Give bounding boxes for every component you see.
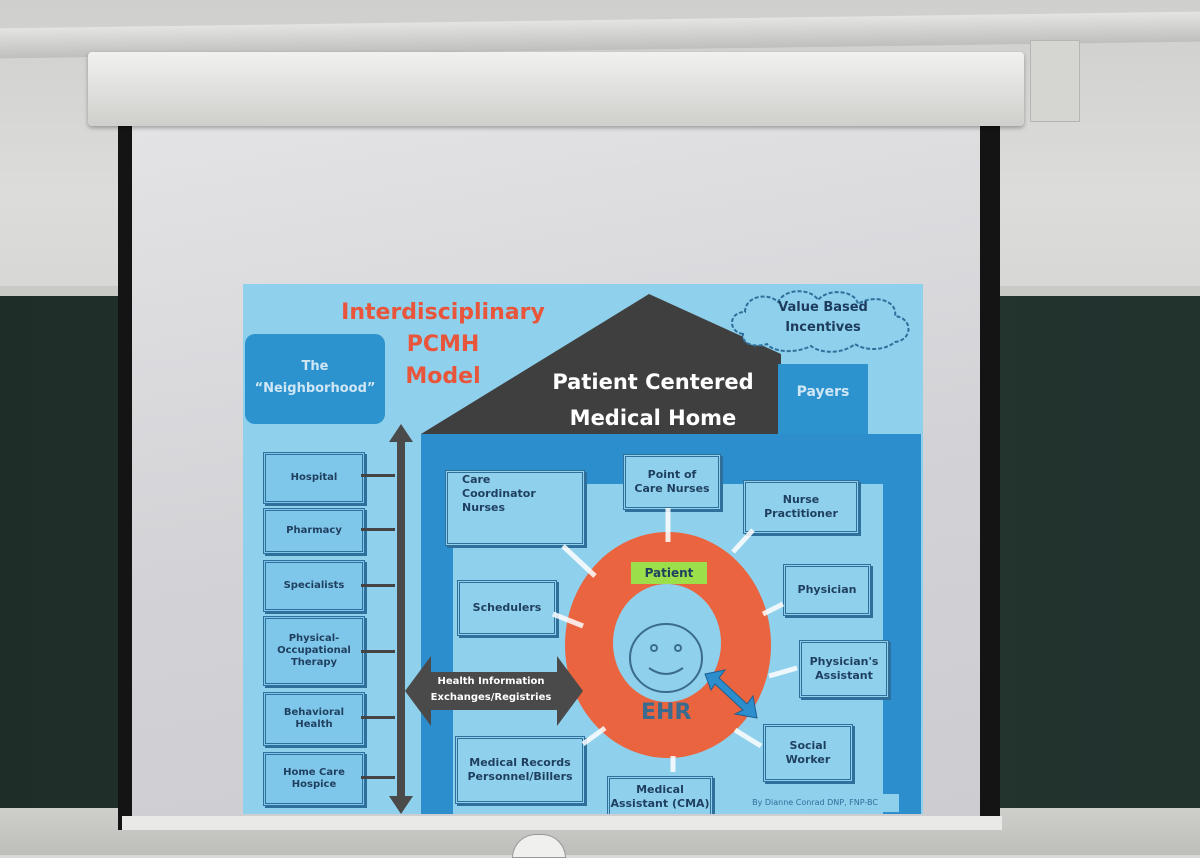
connector-line [361,650,395,653]
connector-line [361,716,395,719]
neighborhood-line-2: “Neighborhood” [254,381,376,396]
ehr-label: EHR [641,700,692,725]
connector-line [361,474,395,477]
slide-credit: By Dianne Conrad DNP, FNP-BC [731,794,899,812]
vertical-double-arrow [389,424,413,814]
house-roof [421,294,781,434]
patient-ring-center [613,584,721,702]
neighborhood-line-1: The [301,359,329,374]
screen-bracket [1030,40,1080,122]
specialists-box: Specialists [263,560,365,612]
house-title-line-2: Medical Home [569,406,737,430]
connector-line [361,528,395,531]
cloud-line-1: Value Based [778,300,868,315]
pharmacy-box: Pharmacy [263,508,365,554]
connector-line [361,776,395,779]
neighborhood-banner [245,334,385,424]
projected-slide: The “Neighborhood” Interdisciplinary PCM… [243,284,923,814]
ehr-double-arrow-icon [704,669,758,719]
schedulers-box: Schedulers [457,580,557,636]
hie-line-1: Health Information [437,676,545,687]
patient-label: Patient [631,562,707,584]
cloud-line-2: Incentives [785,320,861,335]
physician-box: Physician [783,564,871,616]
hie-line-2: Exchanges/Registries [430,692,552,703]
title-line-2: PCMH [406,332,480,357]
smiley-face-icon [629,623,703,693]
house-title: Patient Centered Medical Home [543,364,763,436]
screen-housing [88,52,1024,126]
hie-label: Health Information Exchanges/Registries [429,674,553,706]
payers-label: Payers [796,384,850,400]
screen-bottom-bar [122,816,1002,830]
neighborhood-label: The “Neighborhood” [245,356,385,400]
value-cloud-label: Value Based Incentives [748,298,898,338]
value-cloud-icon [731,290,910,353]
slide-title: Interdisciplinary PCMH Model [323,298,563,394]
title-line-3: Model [405,364,481,389]
house-title-line-1: Patient Centered [552,370,754,394]
title-line-1: Interdisciplinary [341,300,545,325]
hospital-box: Hospital [263,452,365,504]
hie-double-arrow [405,656,583,726]
connector-line [361,584,395,587]
payers-column [778,364,868,436]
